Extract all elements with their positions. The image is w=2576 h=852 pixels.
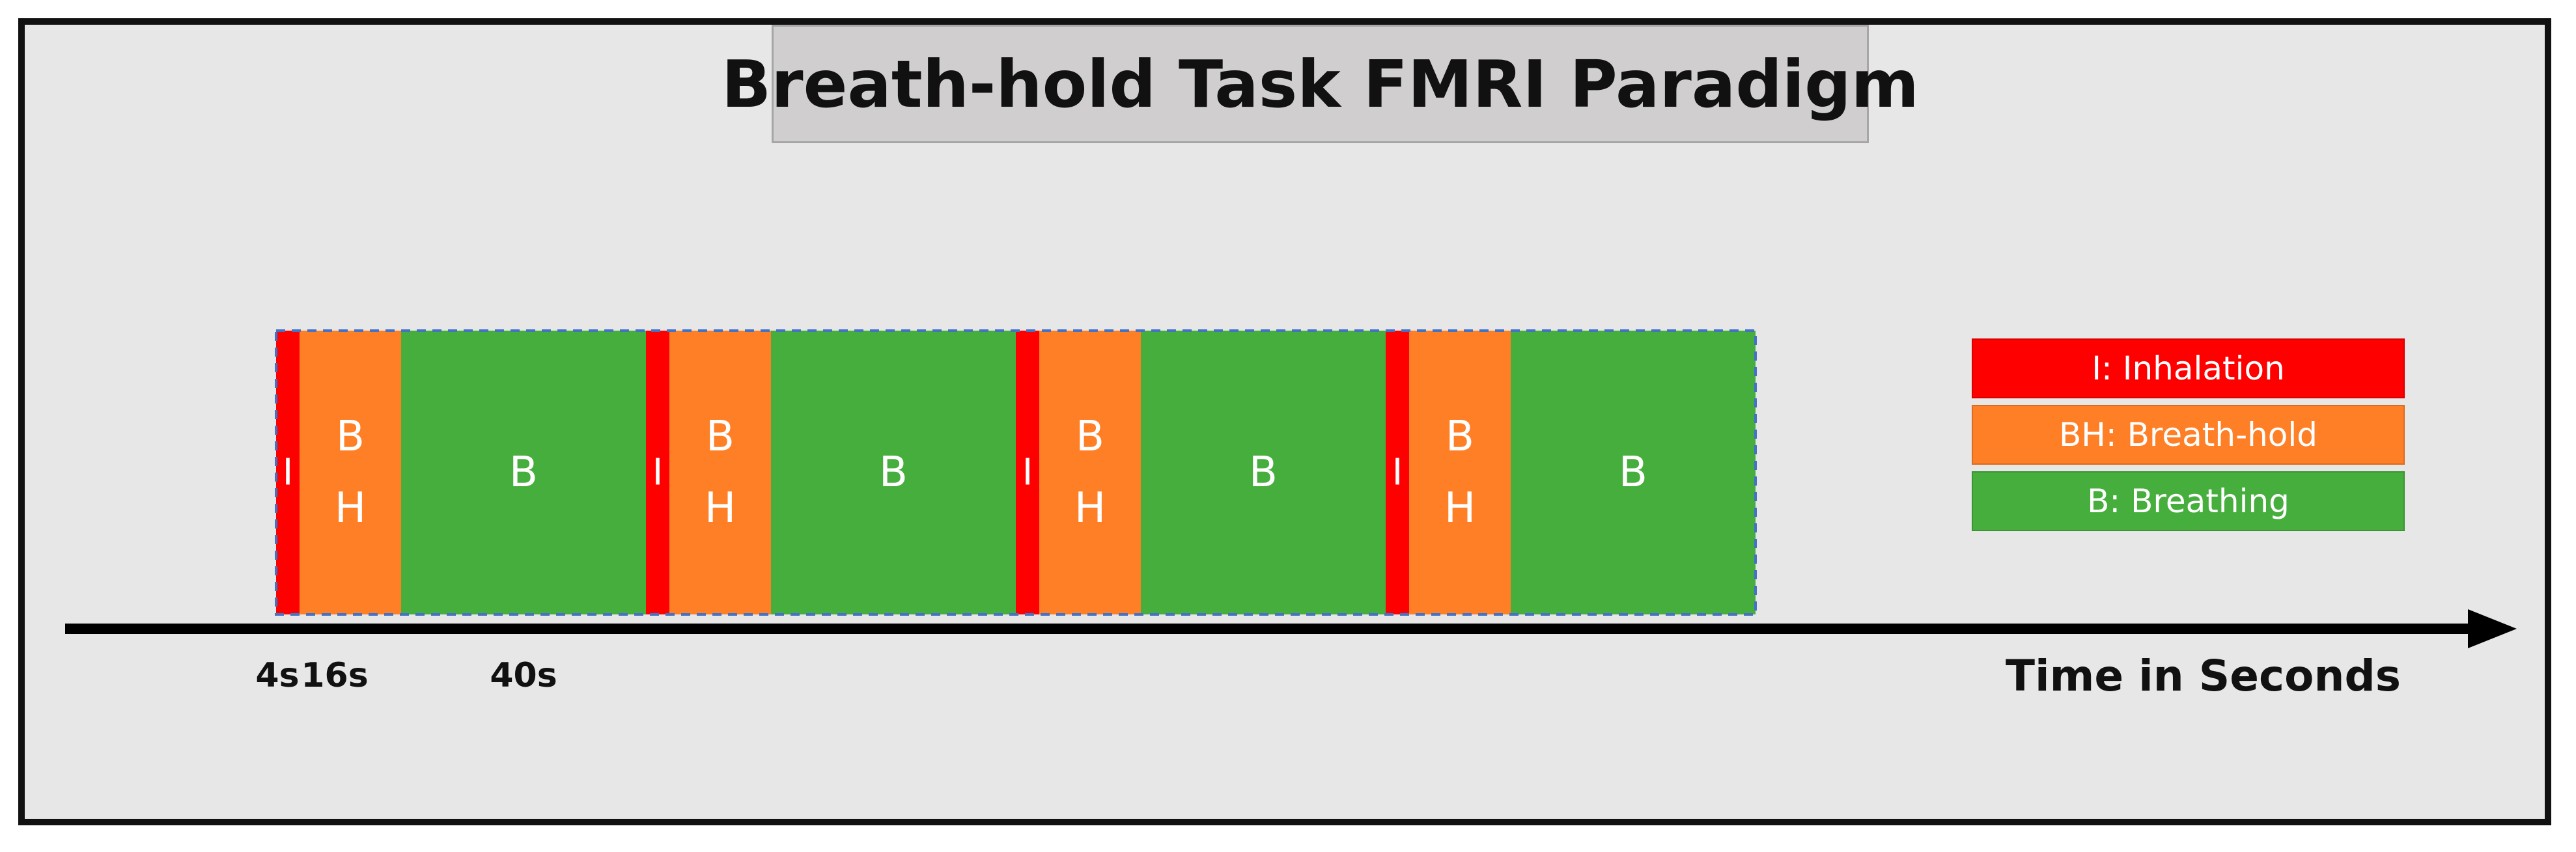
segment-breath-hold bbox=[1409, 331, 1511, 614]
time-axis-arrowhead bbox=[2468, 609, 2517, 648]
segment-breathing bbox=[1141, 331, 1386, 614]
segment-inhalation bbox=[276, 331, 300, 614]
segment-breath-hold bbox=[669, 331, 771, 614]
legend-item-breathing: B: Breathing bbox=[1972, 471, 2405, 531]
segment-label: H bbox=[1444, 484, 1476, 532]
segment-label: B bbox=[1619, 448, 1647, 497]
legend-item-inhalation: I: Inhalation bbox=[1972, 338, 2405, 398]
segment-label: H bbox=[705, 484, 736, 532]
segment-label: B bbox=[706, 413, 735, 461]
segment-inhalation bbox=[1016, 331, 1039, 614]
segment-breathing bbox=[401, 331, 646, 614]
time-axis bbox=[65, 609, 2517, 648]
segment-label: I bbox=[1392, 452, 1403, 494]
segment-inhalation bbox=[646, 331, 669, 614]
segments-outline bbox=[275, 329, 1757, 616]
segment-breath-hold bbox=[300, 331, 401, 614]
segment-label: B bbox=[1249, 448, 1278, 497]
segment-label: H bbox=[335, 484, 366, 532]
duration-label-breathing: 40s bbox=[490, 656, 557, 695]
segment-label: B bbox=[509, 448, 538, 497]
duration-label-breath-hold: 16s bbox=[301, 656, 368, 695]
segment-breathing bbox=[1511, 331, 1756, 614]
segment-label: B bbox=[1446, 413, 1474, 461]
legend-item-breath-hold: BH: Breath-hold bbox=[1972, 405, 2405, 465]
axis-label: Time in Seconds bbox=[2006, 651, 2401, 701]
legend: I: Inhalation BH: Breath-hold B: Breathi… bbox=[1972, 338, 2405, 538]
segment-label: I bbox=[652, 452, 664, 494]
segment-label: B bbox=[336, 413, 365, 461]
segment-label: B bbox=[1076, 413, 1104, 461]
segment-inhalation bbox=[1386, 331, 1409, 614]
segment-breath-hold bbox=[1039, 331, 1141, 614]
duration-label-inhalation: 4s bbox=[255, 656, 299, 695]
segment-label: H bbox=[1074, 484, 1106, 532]
segment-label: I bbox=[283, 452, 294, 494]
segment-label: I bbox=[1022, 452, 1033, 494]
diagram-title: Breath-hold Task FMRI Paradigm bbox=[721, 25, 1919, 143]
segment-breathing bbox=[771, 331, 1016, 614]
segment-label: B bbox=[879, 448, 908, 497]
